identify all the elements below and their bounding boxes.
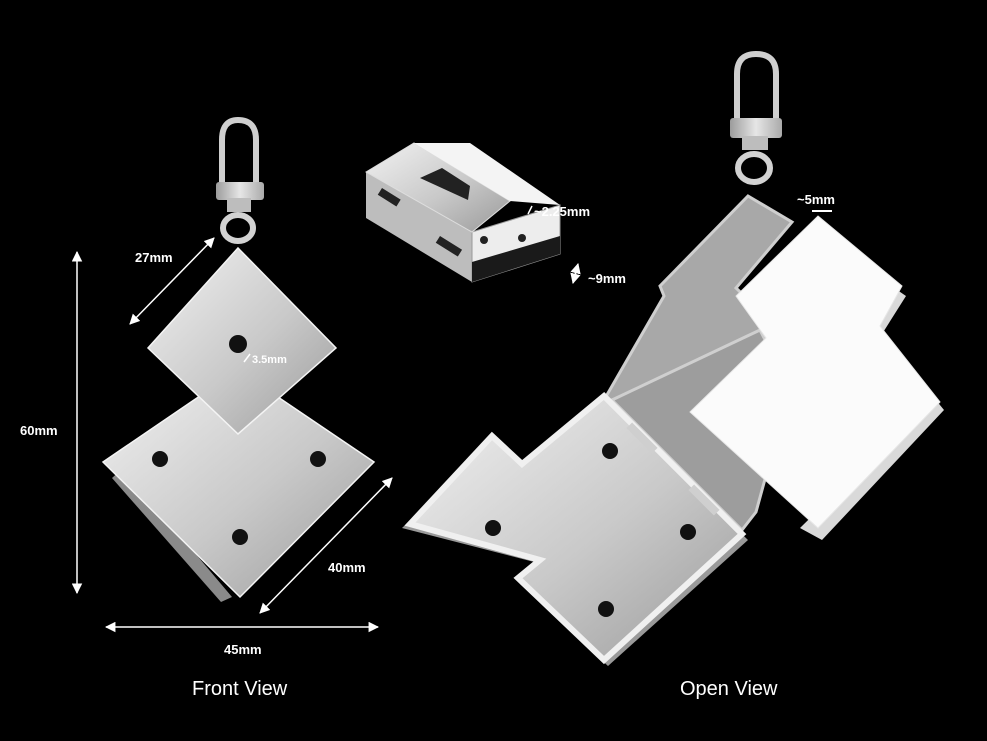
label-height: 60mm [20, 423, 58, 438]
caption-front-view: Front View [192, 678, 288, 700]
open-front-tray [402, 391, 748, 666]
open-clasp-icon [730, 50, 782, 185]
label-width: 45mm [224, 642, 262, 657]
label-bottom-diamond: 40mm [328, 560, 366, 575]
front-view [71, 116, 393, 633]
dim-line-hole [243, 353, 251, 363]
label-hole: 3.5mm [252, 354, 287, 366]
open-white-insert [689, 215, 944, 540]
dim-line-thickness [570, 262, 581, 285]
label-top-diamond: 27mm [135, 250, 173, 265]
detail-view [365, 142, 581, 285]
dim-line-top-diamond [129, 237, 215, 325]
label-wall: ~2.25mm [534, 204, 591, 219]
caption-open-view: Open View [680, 678, 778, 700]
dim-line-bottom-diamond [259, 477, 393, 614]
front-bottom-plate [101, 369, 376, 602]
dim-line-wall [527, 205, 533, 215]
label-insert: ~5mm [797, 192, 835, 207]
open-view [402, 50, 944, 666]
label-thickness: ~9mm [588, 271, 626, 286]
front-clasp-icon [216, 116, 264, 244]
